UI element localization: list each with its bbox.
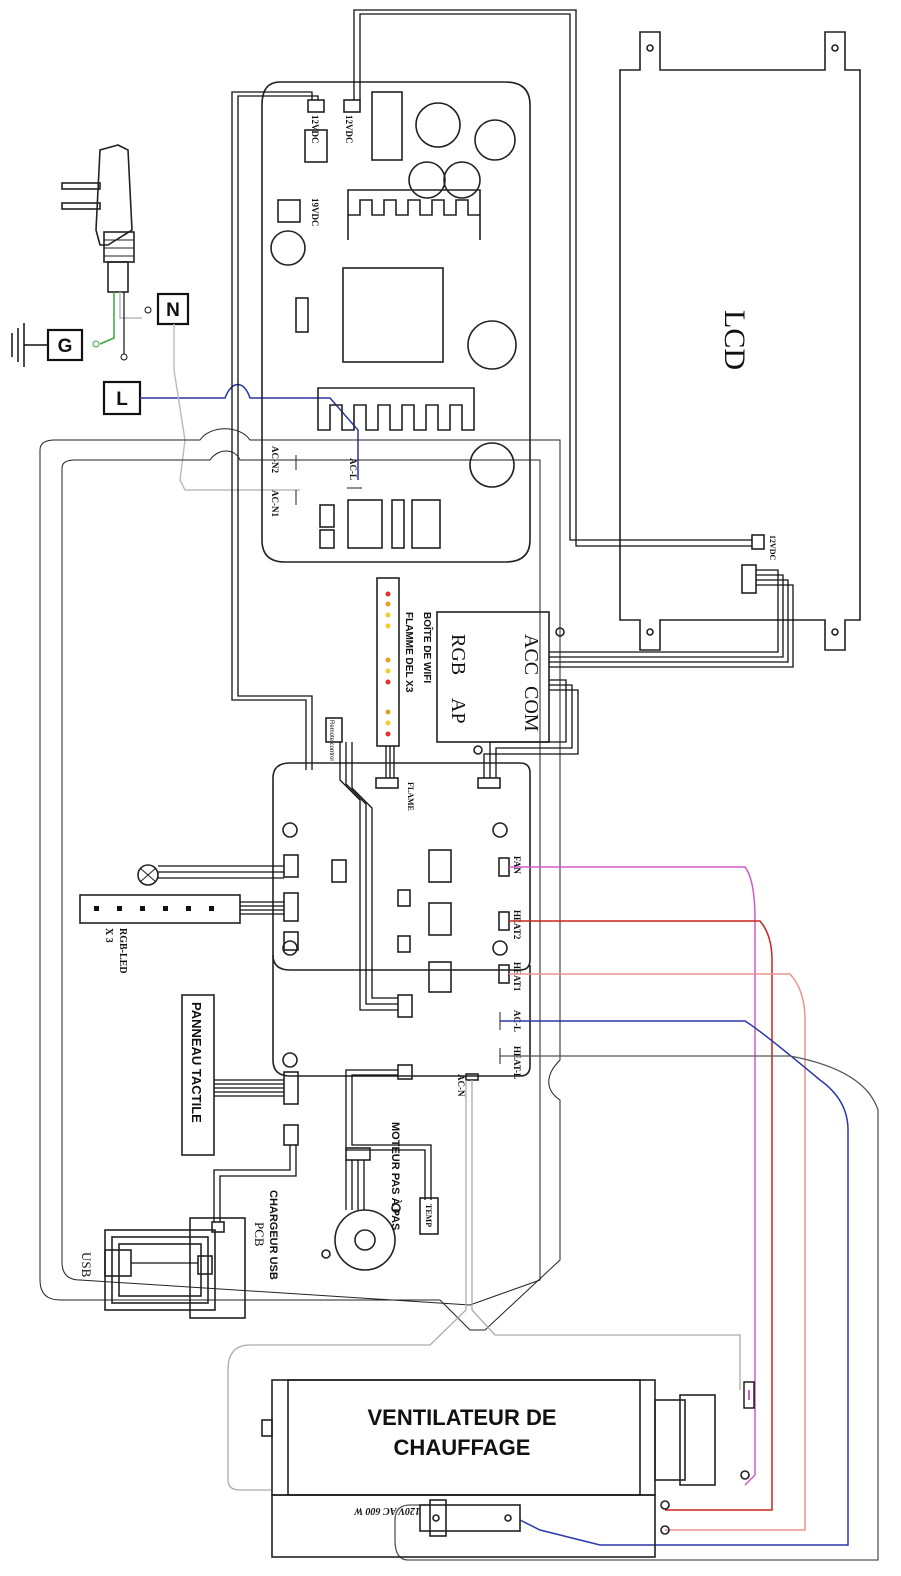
main-control-board: Remote control FLAME FAN HEAT2	[272, 717, 531, 971]
main-control-board-lower: HEAT1 AC-L HEAT-L AC-N	[272, 955, 531, 1097]
wifi-box: RGB ACC COM AP	[436, 611, 565, 755]
usb-charger-label: CHARGEUR USB	[267, 1190, 279, 1280]
temp-label: TEMP	[424, 1204, 433, 1227]
fan-connector-label: FAN	[512, 856, 522, 874]
heat1-connector-label: HEAT1	[512, 962, 522, 992]
stepper-label: MOTEUR PAS À PAS	[389, 1122, 402, 1230]
lcd-label: LCD	[718, 310, 751, 370]
lcd-display: LCD 12VDC	[619, 31, 861, 651]
temp-sensor: TEMP	[419, 1197, 439, 1235]
heat2-connector-label: HEAT2	[512, 910, 522, 940]
ground-symbol-icon	[11, 323, 48, 367]
ap-label: AP	[447, 698, 469, 724]
sensor-probe	[137, 864, 159, 886]
flame-led-label: FLAMME DEL X3	[403, 612, 414, 693]
stepper-motor	[321, 1147, 401, 1271]
rgb-led-x3-label: X 3	[103, 928, 114, 943]
usb-charger-pcb	[104, 1217, 246, 1319]
power-plug-icon	[61, 144, 135, 293]
rgb-led-label: RGB-LED	[117, 928, 128, 974]
heater-fan-unit	[261, 1379, 755, 1558]
neutral-label: N	[166, 300, 180, 321]
ac-n-label: AC-N	[456, 1074, 466, 1097]
psu-12vdc-b: 12VDC	[344, 115, 354, 144]
heater-fan-label-1: VENTILATEUR DE	[367, 1405, 556, 1430]
ac-l-label: AC-L	[348, 458, 358, 480]
power-supply-board: 12VDC 12VDC 19VDC AC-N2 AC-N1 AC-L	[261, 81, 531, 563]
ground-terminal: G	[46, 328, 84, 362]
pcb-label: PCB	[252, 1222, 267, 1247]
flame-led-strip	[376, 577, 400, 747]
rgb-led-strip	[79, 894, 241, 924]
line-label: L	[116, 389, 128, 410]
touch-panel: PANNEAU TACTILE	[181, 994, 215, 1156]
wifi-box-label: BOÎTE DE WIFI	[421, 612, 434, 683]
heater-spec-label: 120V AC 600 W	[353, 1505, 420, 1516]
ground-label: G	[58, 336, 73, 357]
remote-label: Remote control	[328, 720, 334, 761]
heater-fan-label-2: CHAUFFAGE	[394, 1435, 531, 1460]
usb-label: USB	[79, 1252, 94, 1278]
touch-panel-label: PANNEAU TACTILE	[189, 1002, 204, 1123]
neutral-terminal: N	[156, 292, 190, 326]
com-label: COM	[520, 686, 542, 732]
rgb-label: RGB	[447, 634, 469, 675]
ac-n1-label: AC-N1	[270, 490, 280, 517]
flame-connector-label: FLAME	[406, 782, 415, 811]
acc-label: ACC	[520, 634, 542, 675]
psu-19vdc: 19VDC	[310, 198, 320, 227]
heat-l-label: HEAT-L	[512, 1046, 522, 1079]
line-terminal: L	[102, 380, 142, 416]
lcd-12vdc-label: 12VDC	[768, 535, 777, 561]
